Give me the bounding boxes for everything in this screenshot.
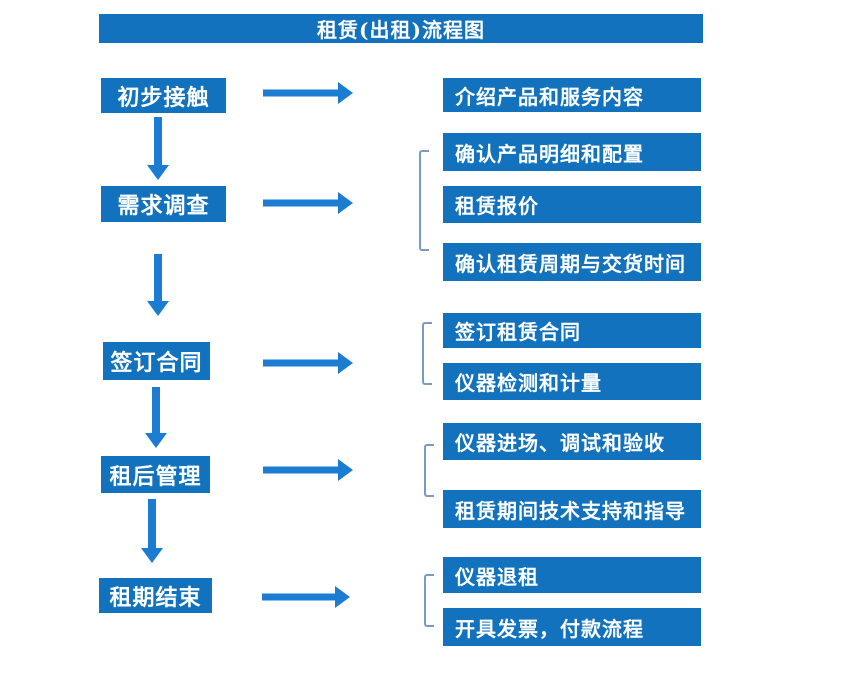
bracket-connector <box>422 322 432 385</box>
bracket-connector <box>424 444 434 497</box>
output-box-introduce-products: 介绍产品和服务内容 <box>443 78 701 112</box>
right-arrow-icon <box>263 459 353 481</box>
right-arrow-icon <box>263 82 353 104</box>
output-box-sign-rental-contract: 签订租赁合同 <box>443 313 701 348</box>
right-arrow-icon <box>263 192 353 214</box>
page-title: 租赁(出租)流程图 <box>99 14 703 43</box>
right-arrow-icon <box>263 352 353 374</box>
step-box-sign-contract: 签订合同 <box>103 342 210 380</box>
output-box-confirm-product-details: 确认产品明细和配置 <box>443 133 701 171</box>
bracket-connector <box>419 150 429 251</box>
output-box-rental-quotation: 租赁报价 <box>443 186 701 223</box>
down-arrow-icon <box>145 387 167 448</box>
right-arrow-icon <box>262 586 350 608</box>
step-box-post-rental-management: 租后管理 <box>101 456 210 493</box>
output-box-confirm-rental-period: 确认租赁周期与交货时间 <box>443 243 701 281</box>
step-box-demand-survey: 需求调查 <box>101 186 226 222</box>
step-box-initial-contact: 初步接触 <box>101 78 226 113</box>
output-box-instrument-entry-acceptance: 仪器进场、调试和验收 <box>443 423 701 460</box>
output-box-invoice-payment: 开具发票，付款流程 <box>443 608 701 646</box>
bracket-connector <box>424 574 434 627</box>
output-box-instrument-testing: 仪器检测和计量 <box>443 363 701 400</box>
output-box-technical-support: 租赁期间技术支持和指导 <box>443 490 701 528</box>
output-box-instrument-return: 仪器退租 <box>443 557 701 593</box>
down-arrow-icon <box>141 499 163 563</box>
step-box-rental-end: 租期结束 <box>99 578 212 613</box>
down-arrow-icon <box>147 254 169 316</box>
down-arrow-icon <box>147 117 169 180</box>
